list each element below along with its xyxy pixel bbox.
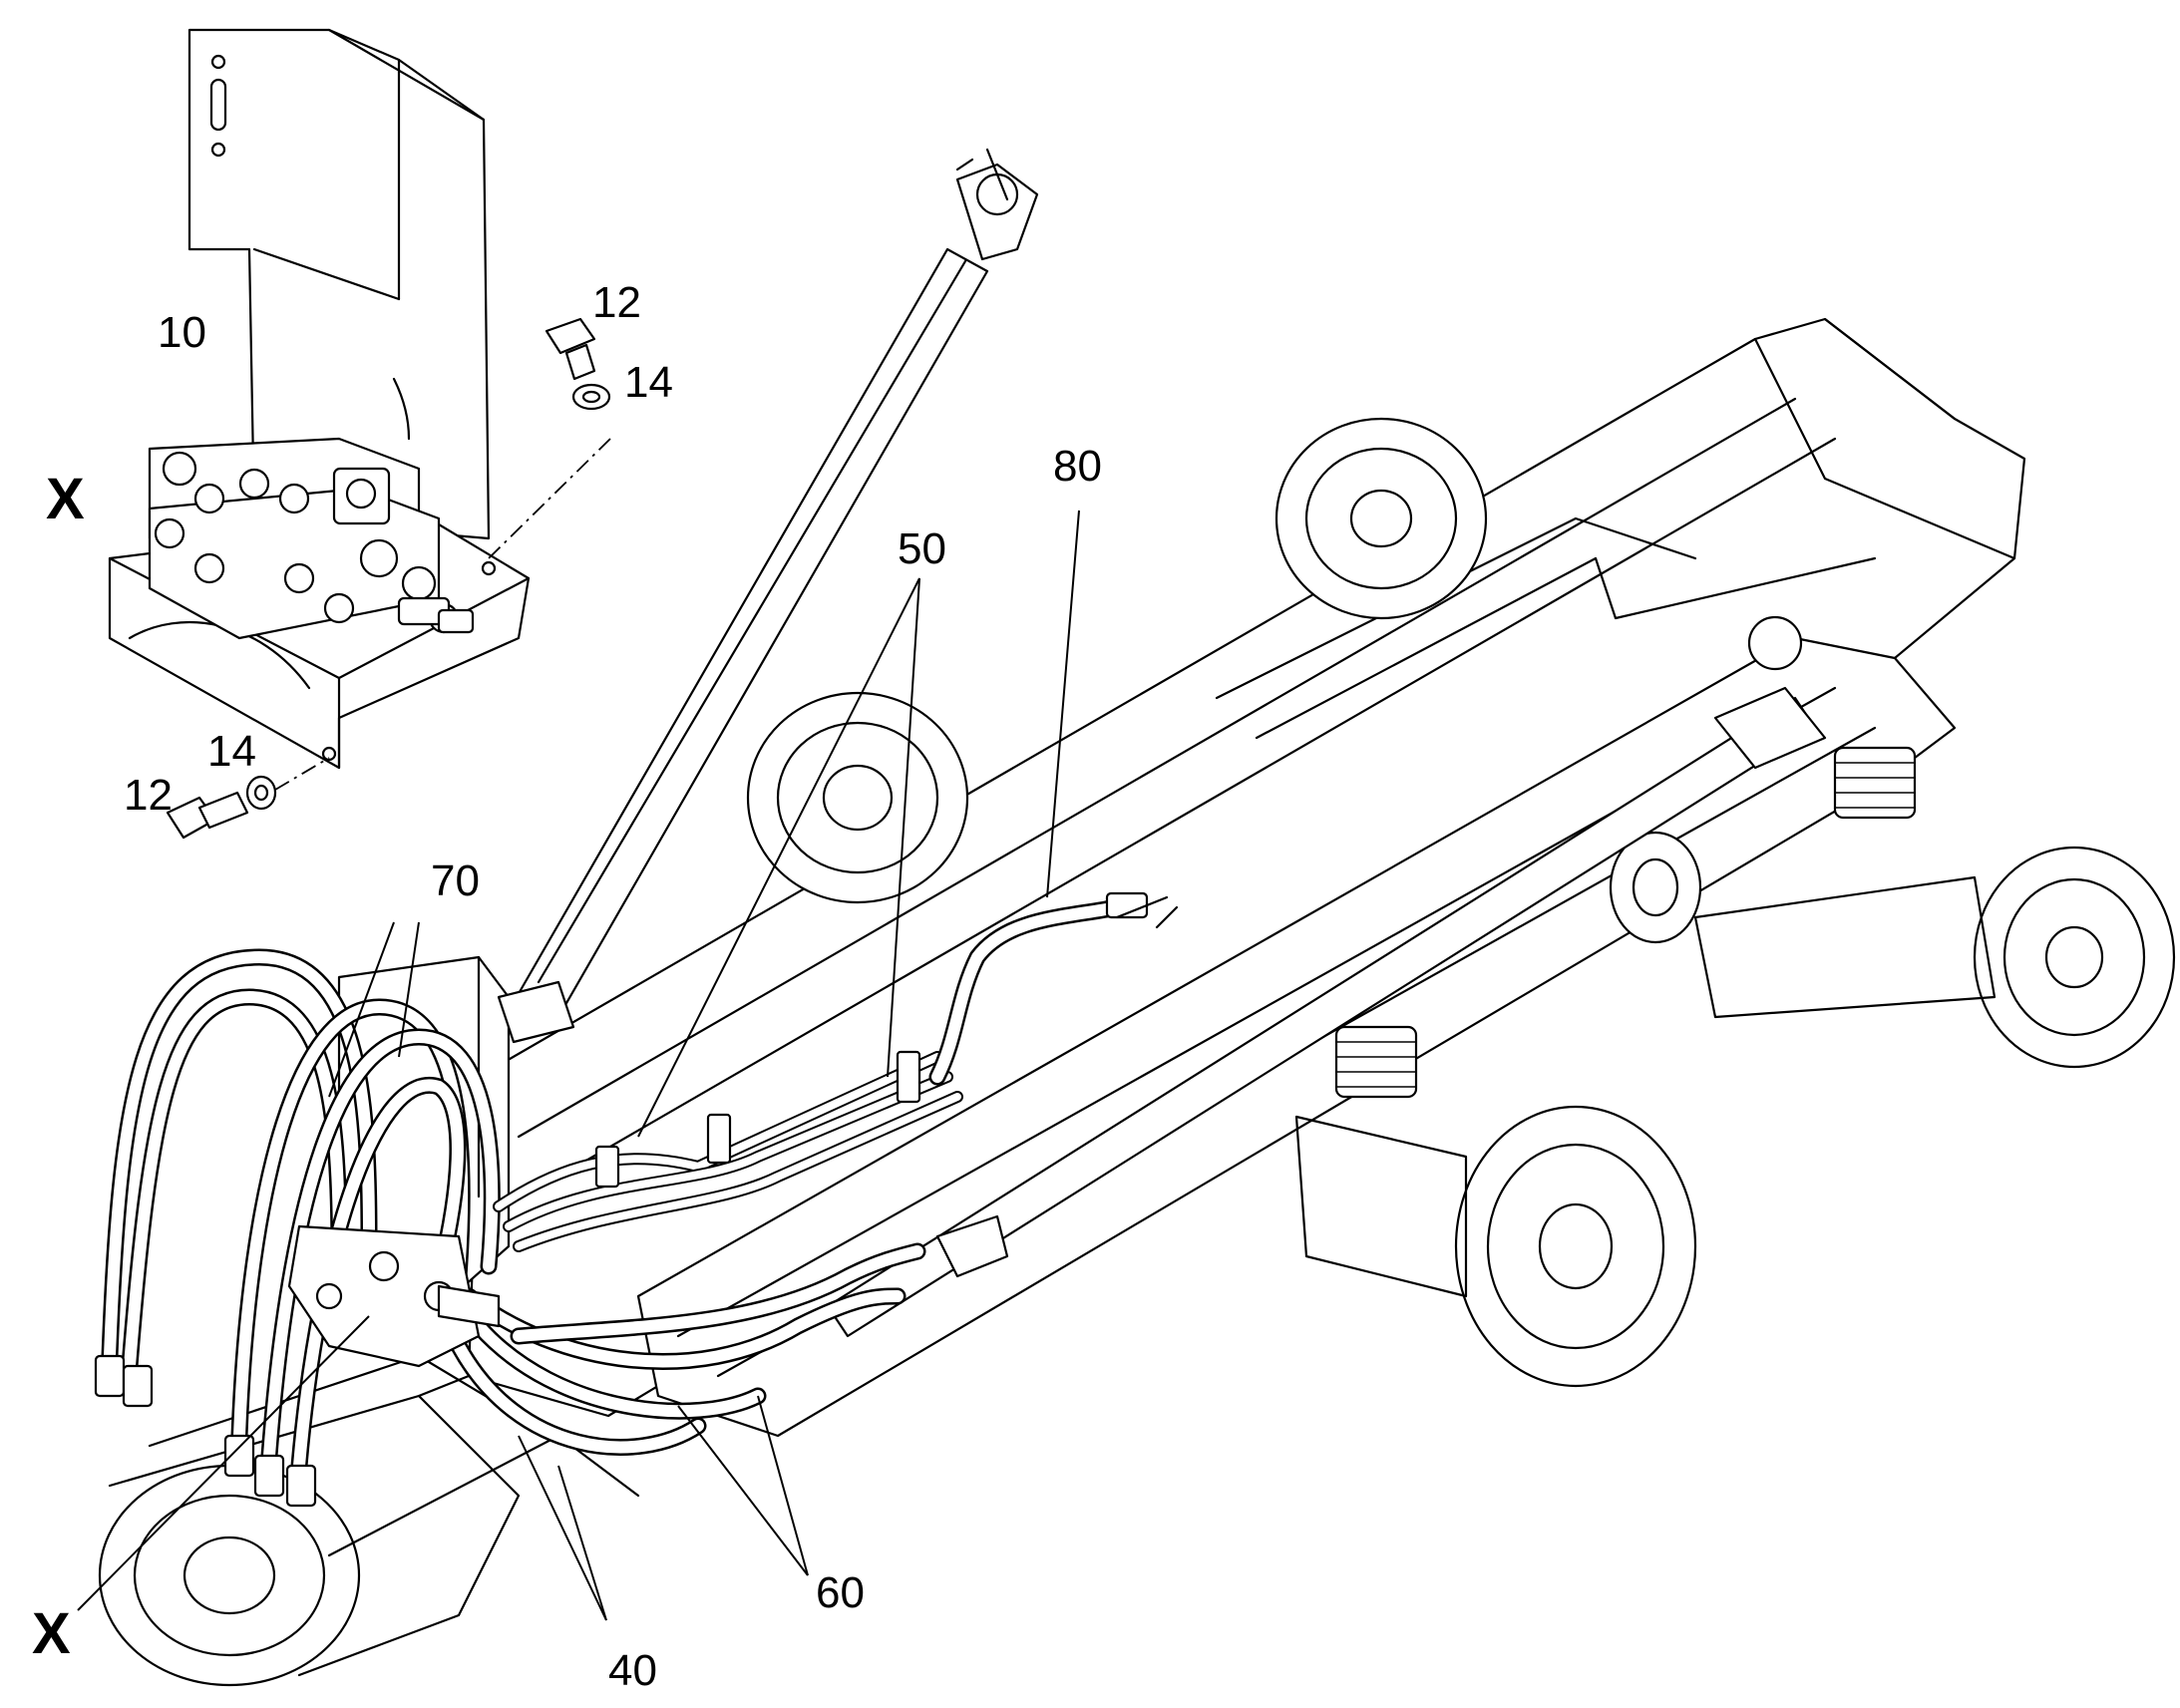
washer-14-lower (245, 775, 277, 811)
bolt-12-upper (545, 317, 596, 381)
lower-cylinder (826, 615, 1827, 1338)
detail-x-label: X (46, 467, 85, 531)
wheel-hub-front-right (1294, 1105, 1697, 1388)
wheel-hub-rear-right (1693, 846, 2176, 1069)
callout-40: 40 (608, 1646, 657, 1695)
callout-70: 70 (431, 856, 480, 905)
leader-lines (77, 510, 1080, 1621)
callout-60: 60 (816, 1568, 865, 1617)
callout-80: 80 (1053, 442, 1102, 491)
callout-14-lower: 14 (207, 727, 256, 776)
assembly-line-upper (488, 438, 611, 559)
assembly-line-lower (274, 757, 330, 791)
hose-group-50 (493, 1050, 963, 1252)
callout-12-lower: 12 (124, 771, 173, 820)
callout-14-upper: 14 (624, 358, 673, 407)
valve-block-main (287, 1224, 501, 1368)
callout-50: 50 (898, 524, 946, 573)
wheel-hub-middle-left (746, 691, 969, 904)
detail-x-valve-assembly (108, 28, 531, 770)
callout-10: 10 (158, 308, 206, 357)
boom-cylinder (497, 148, 1039, 1044)
hose-80 (928, 891, 1179, 1086)
suspension-bellows (1334, 746, 1917, 1099)
washer-14-upper (571, 383, 611, 411)
wheel-hub-rear-left (1274, 417, 1488, 620)
callout-12-upper: 12 (592, 278, 641, 327)
hose-group-40-60 (450, 1242, 926, 1456)
bolt-12-lower (166, 791, 249, 840)
detail-x-reference: X (32, 1601, 71, 1666)
